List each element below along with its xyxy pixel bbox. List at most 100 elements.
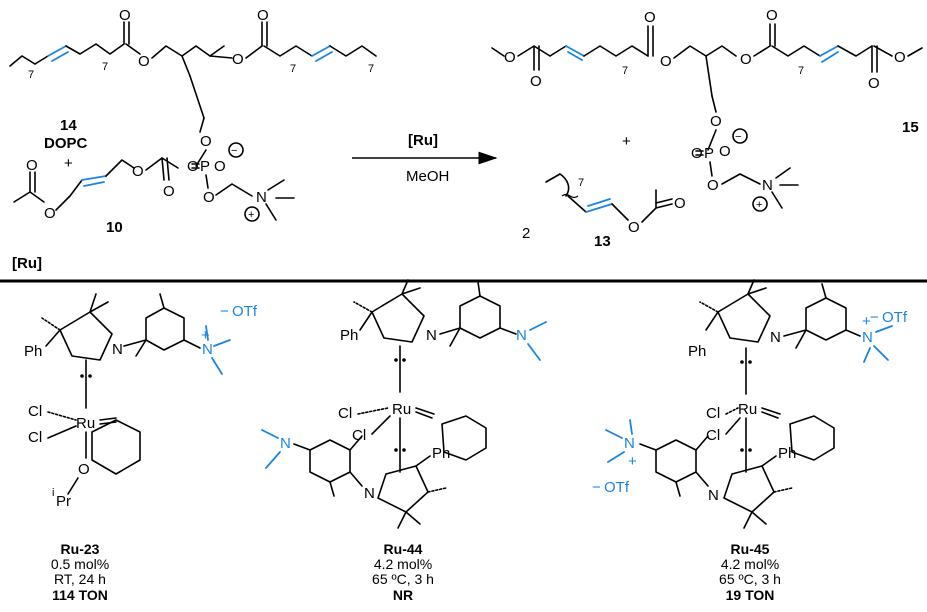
atom-ph: Ph — [688, 343, 706, 360]
counter-anion-otf: OTf — [604, 479, 630, 496]
atom-o: O — [674, 195, 686, 212]
atom-p: P — [704, 145, 714, 162]
isopropyl-prefix: i — [52, 487, 54, 499]
catalyst-loading: 4.2 mol% — [374, 556, 432, 572]
atom-n: N — [708, 487, 719, 504]
atom-o: O — [894, 49, 906, 66]
atom-o: O — [132, 163, 144, 180]
atom-ph: Ph — [432, 445, 450, 462]
chain-subscript: 7 — [28, 69, 34, 81]
atom-o: O — [868, 75, 880, 92]
catalyst-name: Ru-44 — [384, 541, 423, 557]
plus-sign: + — [756, 199, 762, 211]
minus-sign: − — [592, 479, 601, 496]
atom-ru: Ru — [392, 401, 411, 418]
atom-n: N — [202, 341, 213, 358]
atom-o: O — [187, 158, 199, 175]
chain-subscript: 7 — [368, 63, 374, 75]
section-label: [Ru] — [12, 255, 42, 272]
atom-n: N — [770, 329, 781, 346]
catalyst-caption-ru-44: Ru-44 4.2 mol% 65 ºC, 3 h NR — [372, 541, 434, 603]
minus-sign: − — [870, 309, 879, 326]
atom-o: O — [710, 113, 722, 130]
minus-sign: − — [231, 145, 237, 157]
atom-o: O — [44, 205, 56, 222]
atom-ru: Ru — [738, 401, 757, 418]
minus-sign: − — [220, 303, 229, 320]
atom-o: O — [203, 189, 215, 206]
atom-cl: Cl — [28, 429, 42, 446]
atom-n: N — [624, 435, 635, 452]
atom-ph: Ph — [340, 327, 358, 344]
atom-o: O — [691, 145, 703, 162]
negative-charge — [228, 142, 244, 158]
plus-sign: + — [248, 209, 254, 221]
chain-subscript: 7 — [798, 65, 804, 77]
atom-o: O — [119, 7, 131, 24]
catalyst-conditions: RT, 24 h — [54, 571, 106, 587]
catalyst-loading: 4.2 mol% — [721, 556, 779, 572]
atom-p: P — [200, 158, 210, 175]
atom-n: N — [256, 189, 267, 206]
atom-n: N — [762, 177, 773, 194]
negative-charge — [732, 128, 748, 144]
plus-sign: + — [201, 327, 210, 344]
catalyst-result: 19 TON — [726, 587, 775, 603]
atom-o: O — [214, 158, 226, 175]
atom-o: O — [138, 53, 150, 70]
catalyst-result: 114 TON — [52, 587, 108, 603]
positive-charge — [244, 206, 260, 222]
counter-anion-otf: OTf — [882, 309, 908, 326]
atom-o: O — [644, 9, 656, 26]
atom-o: O — [163, 183, 175, 200]
atom-o: O — [504, 49, 516, 66]
plus-sign: + — [64, 155, 73, 172]
positive-charge — [752, 196, 768, 212]
atom-o: O — [530, 73, 542, 90]
stoichiometric-coefficient: 2 — [522, 225, 530, 242]
counter-anion-otf: OTf — [232, 303, 258, 320]
catalyst-loading: 0.5 mol% — [51, 556, 109, 572]
atom-o: O — [26, 157, 38, 174]
atom-o: O — [628, 219, 640, 236]
atom-o: O — [200, 133, 212, 150]
catalyst-result: NR — [393, 587, 413, 603]
atom-o: O — [232, 51, 244, 68]
catalyst-caption-ru-23: Ru-23 0.5 mol% RT, 24 h 114 TON — [51, 541, 109, 603]
minus-sign: − — [735, 131, 741, 143]
dopc-structure: O O 7 7 O O O 7 7 O P O − O N — [9, 7, 377, 222]
chain-subscript: 7 — [578, 177, 584, 189]
atom-cl: Cl — [706, 427, 720, 444]
catalyst-caption-ru-45: Ru-45 4.2 mol% 65 ºC, 3 h 19 TON — [719, 541, 781, 603]
atom-n: N — [862, 329, 873, 346]
catalyst-ru-44-structure: Ph N N Cl Cl Ru Ph N N — [261, 279, 547, 529]
catalyst-label: [Ru] — [408, 132, 438, 149]
chain-subscript: 7 — [622, 65, 628, 77]
atom-cl: Cl — [338, 405, 352, 422]
isopropyl: Pr — [56, 493, 71, 510]
plus-sign: + — [628, 453, 637, 470]
catalyst-ru-45-structure: Ph N N + OTf − Cl Cl Ru Ph N — [592, 279, 908, 529]
compound-number-10: 10 — [106, 219, 123, 236]
chain-subscript: 7 — [102, 61, 108, 73]
catalyst-conditions: 65 ºC, 3 h — [372, 571, 434, 587]
atom-ph: Ph — [778, 445, 796, 462]
atom-n: N — [426, 327, 437, 344]
plus-sign: + — [862, 313, 871, 330]
compound-number-14: 14 — [60, 117, 77, 134]
compound-number-15: 15 — [902, 119, 919, 136]
atom-cl: Cl — [706, 405, 720, 422]
atom-o: O — [660, 53, 672, 70]
compound-10-structure: O O O O — [13, 157, 179, 222]
byproduct-13-structure: O O 7 — [545, 173, 686, 236]
atom-cl: Cl — [352, 427, 366, 444]
atom-o: O — [740, 51, 752, 68]
catalyst-conditions: 65 ºC, 3 h — [719, 571, 781, 587]
atom-o: O — [257, 7, 269, 24]
atom-n: N — [280, 435, 291, 452]
catalyst-name: Ru-23 — [61, 541, 100, 557]
catalyst-name: Ru-45 — [731, 541, 770, 557]
atom-cl: Cl — [28, 403, 42, 420]
plus-sign: + — [622, 133, 631, 150]
